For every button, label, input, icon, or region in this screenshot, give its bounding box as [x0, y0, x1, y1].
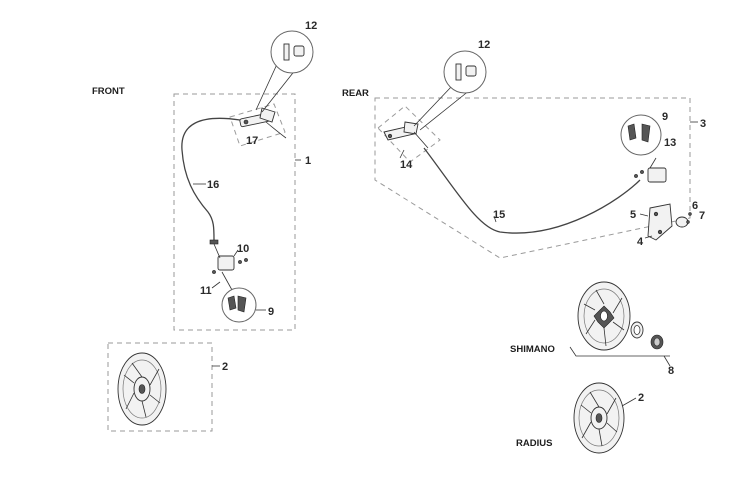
callout-12-rear: 12: [478, 39, 490, 51]
front-rotor: [117, 352, 167, 426]
callout-9-front: 9: [268, 306, 274, 318]
bleed-screw-icon: [283, 43, 290, 61]
rear-assembly: REAR 3 14 12 15: [342, 39, 706, 454]
callout-17: 17: [246, 135, 258, 147]
front-assembly: FRONT 1 12 17 16: [92, 20, 317, 432]
callout-6: 6: [692, 200, 698, 212]
bleed-plug-icon: [293, 45, 305, 57]
shimano-label: SHIMANO: [510, 344, 555, 355]
rear-adapter-bracket: [647, 203, 692, 241]
callout-15: 15: [493, 209, 505, 221]
callout-4: 4: [637, 236, 644, 248]
radius-rotor: [573, 382, 625, 454]
callout-9-rear: 9: [662, 111, 668, 123]
rear-group-box: [374, 97, 691, 259]
callout-11: 11: [200, 285, 212, 297]
rear-lever-box: [377, 105, 441, 163]
radius-label: RADIUS: [516, 438, 552, 449]
detail-circle-9-rear: [620, 114, 662, 156]
callout-10: 10: [237, 243, 249, 255]
callout-7: 7: [699, 210, 705, 222]
shimano-rotor: [577, 281, 631, 351]
callout-13: 13: [664, 137, 676, 149]
callout-8: 8: [668, 365, 674, 377]
front-section-label: FRONT: [92, 86, 125, 97]
callout-16: 16: [207, 179, 219, 191]
front-hose: [181, 117, 241, 241]
shimano-bracket-line: [569, 346, 670, 357]
callout-1: 1: [305, 155, 311, 167]
callout-2-front: 2: [222, 361, 228, 373]
detail-circle-12-front: [270, 30, 314, 74]
rear-brake-lever: [383, 121, 429, 149]
detail-circle-12-rear: [443, 50, 487, 94]
callout-14: 14: [400, 159, 413, 171]
rear-caliper: [634, 157, 667, 183]
callout-3: 3: [700, 118, 706, 130]
callout-2-rear: 2: [638, 392, 644, 404]
front-lever-box: [229, 103, 286, 147]
front-rotor-box: [107, 342, 213, 432]
rear-hose: [423, 147, 641, 234]
callout-5: 5: [630, 209, 636, 221]
rear-section-label: REAR: [342, 88, 369, 99]
front-group-box: [173, 93, 296, 331]
callout-12-front: 12: [305, 20, 317, 32]
brake-pad-icon: [227, 295, 237, 311]
front-caliper: [209, 239, 248, 291]
front-brake-lever: [239, 107, 287, 139]
